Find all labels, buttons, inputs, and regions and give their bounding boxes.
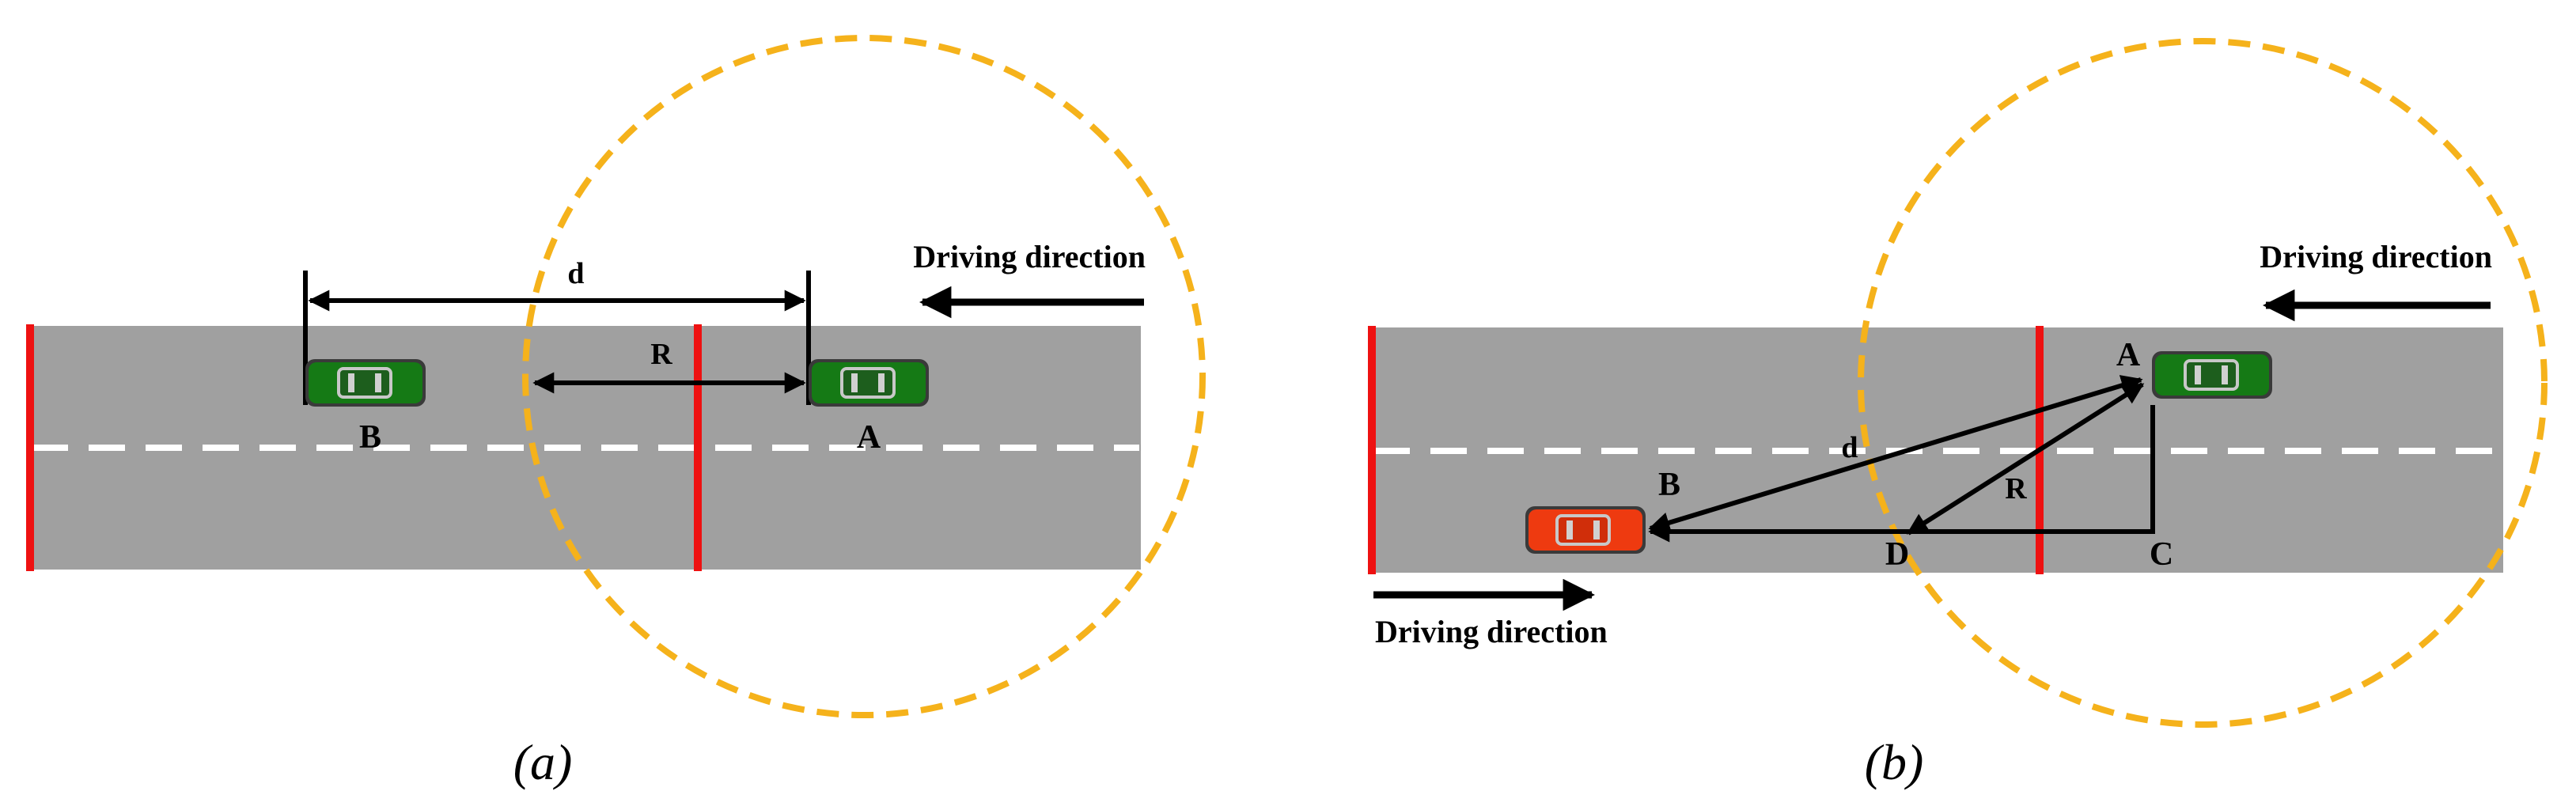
car-a-b bbox=[2150, 350, 2274, 400]
car-b-a bbox=[304, 358, 427, 408]
caption-b: (b) bbox=[1865, 734, 1924, 790]
car-b-label-a: B bbox=[359, 419, 381, 456]
caption-a: (a) bbox=[513, 734, 573, 790]
car-b-b bbox=[1524, 505, 1647, 555]
point-a-label-b: A bbox=[2116, 337, 2141, 373]
point-b-label-b: B bbox=[1658, 467, 1680, 503]
car-a-a bbox=[807, 358, 930, 408]
d-label-b: d bbox=[1841, 431, 1858, 464]
direction-label-bottom-b: Driving direction bbox=[1375, 614, 1608, 649]
point-d-label-b: D bbox=[1885, 536, 1909, 573]
r-label-b: R bbox=[2005, 472, 2027, 505]
direction-label-top-b: Driving direction bbox=[2260, 239, 2492, 274]
car-a-label-a: A bbox=[857, 419, 881, 456]
r-label-a: R bbox=[650, 338, 672, 371]
panel-a: d R B A Driving direction (a) bbox=[26, 35, 1206, 790]
panel-b: d R A B C D Driving direction Driving di… bbox=[1368, 38, 2548, 790]
range-circle-b bbox=[1858, 38, 2548, 728]
point-c-label-b: C bbox=[2150, 536, 2173, 573]
r-arrow-b bbox=[1906, 382, 2145, 536]
range-circle-a bbox=[522, 35, 1206, 718]
d-label-a: d bbox=[567, 257, 584, 290]
direction-label-a: Driving direction bbox=[913, 239, 1146, 274]
